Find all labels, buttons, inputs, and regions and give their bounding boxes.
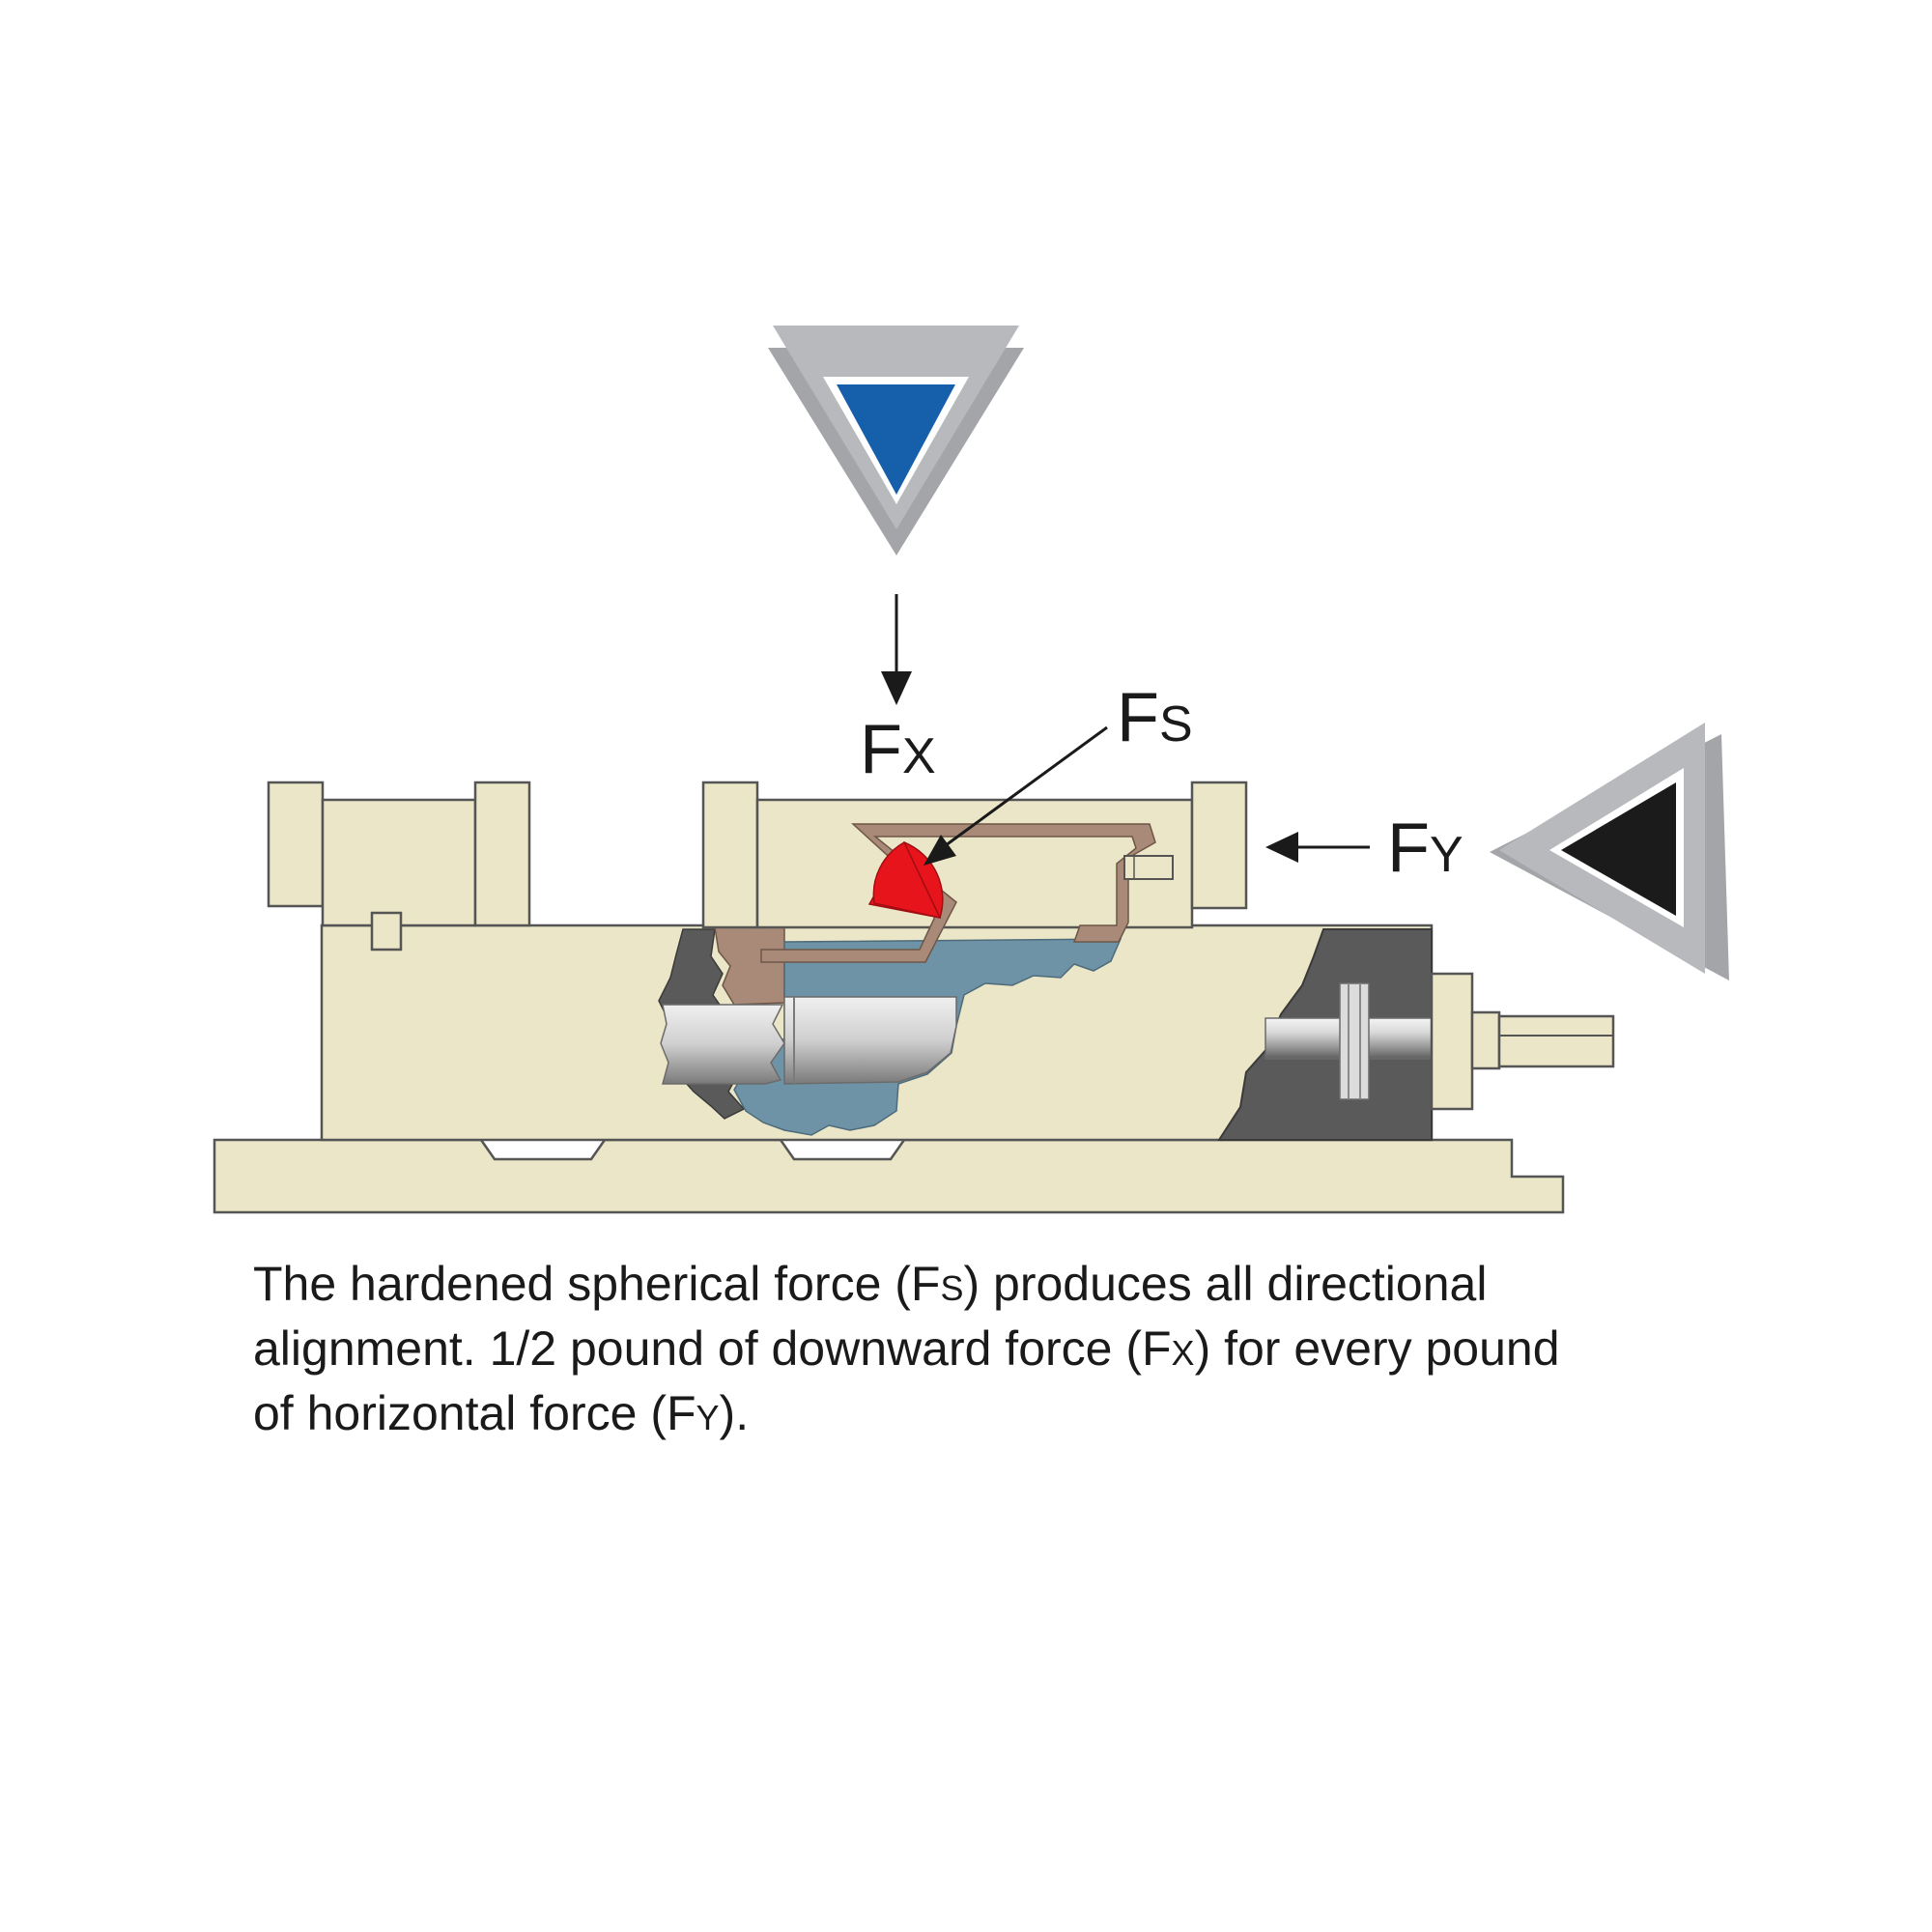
fy-label-main: F [1387, 810, 1430, 887]
fx-label-main: F [860, 711, 902, 788]
wedge-left-wall [714, 926, 785, 1006]
fs-arrowhead [923, 835, 956, 866]
fixed-jaw-block [321, 798, 477, 927]
end-flange [1470, 1010, 1501, 1070]
piston-main [783, 996, 957, 1085]
drive-shaft [1497, 1014, 1615, 1068]
caption-line-2: alignment. 1/2 pound of downward force (… [253, 1321, 1560, 1376]
fs-label: FS [1117, 679, 1193, 756]
fx-label-sub: X [902, 728, 936, 784]
right-triangle-black [1561, 782, 1676, 916]
movable-jaw-left-post [701, 781, 759, 929]
fs-label-main: F [1117, 679, 1159, 756]
fs-label-sub: S [1159, 696, 1193, 753]
fx-label: FX [860, 711, 936, 788]
caption-line-3: of horizontal force (FY). [253, 1386, 750, 1440]
caption-line-1: The hardened spherical force (FS) produc… [253, 1257, 1488, 1311]
vise-base-plate [213, 1138, 1565, 1214]
end-nut [1430, 972, 1474, 1111]
jaw-key-slot [370, 911, 403, 952]
retainer-pin [1123, 855, 1174, 880]
fx-arrowhead [881, 671, 912, 705]
top-triangle-blue [837, 384, 955, 495]
fixed-jaw-right-post [473, 781, 531, 927]
fs-arrow-shaft [941, 725, 1108, 850]
fy-label: FY [1387, 810, 1463, 887]
fy-arrowhead [1265, 832, 1298, 863]
diagram-caption: The hardened spherical force (FS) produc… [253, 1254, 1663, 1448]
fy-label-sub: Y [1430, 827, 1463, 883]
piston-rod-left [660, 1004, 785, 1085]
movable-jaw-right-post [1190, 781, 1248, 910]
fixed-jaw-left-post [267, 781, 325, 908]
rod-collar [1339, 982, 1370, 1100]
